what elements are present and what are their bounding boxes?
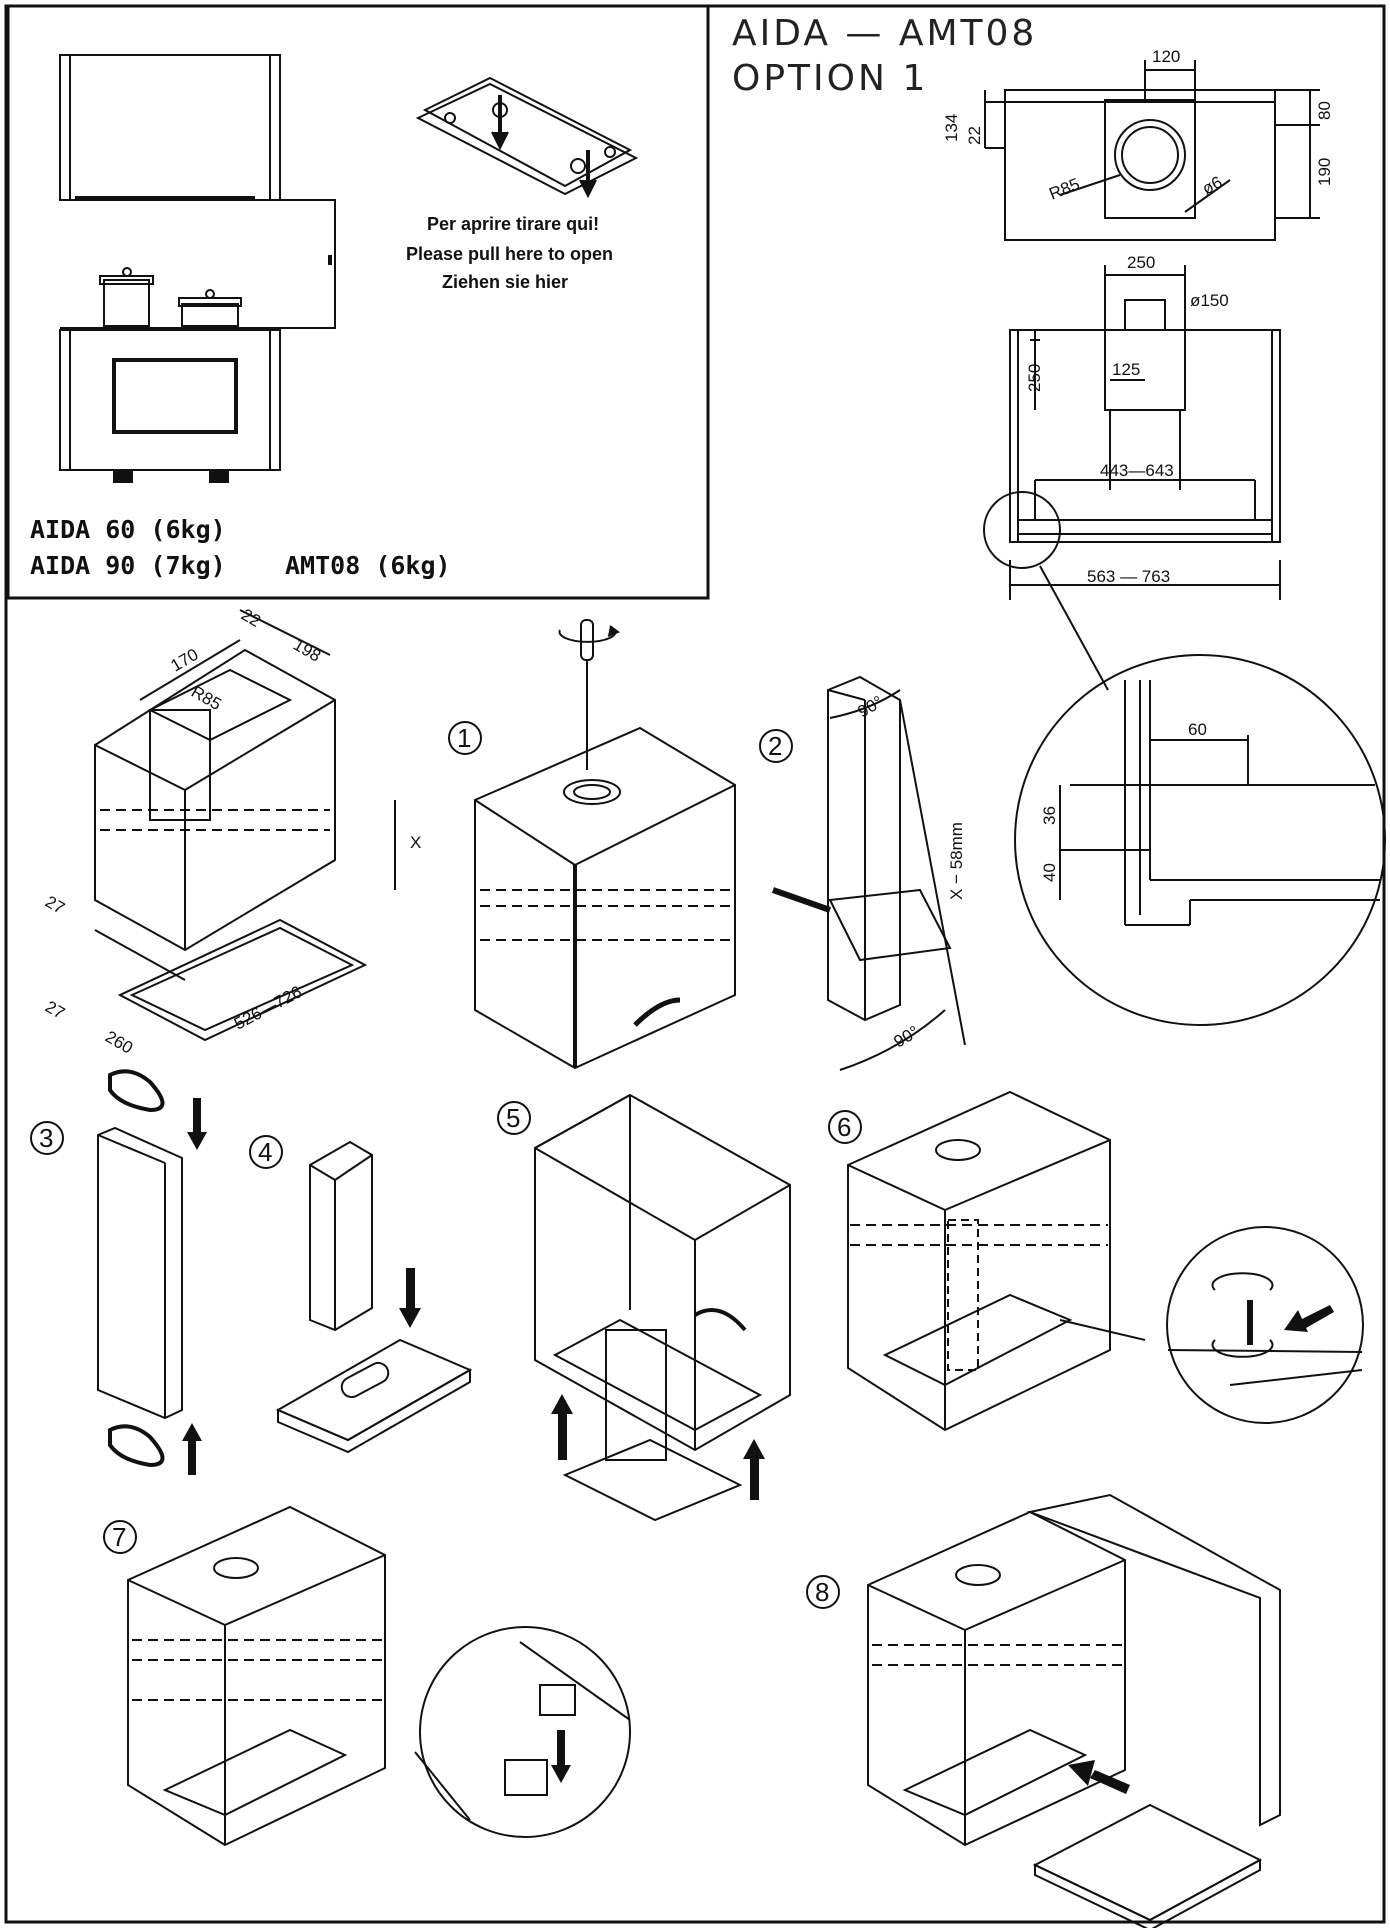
step-marker-6: [828, 1110, 862, 1144]
duct-step-3: [97, 1069, 183, 1468]
dim-563-763: 563 — 763: [1087, 567, 1170, 586]
filter-plate-illustration: [415, 76, 639, 199]
title-line-1: AIDA — AMT08: [732, 13, 1037, 54]
pull-note-it: Per aprire tirare qui!: [427, 214, 599, 234]
iso-dim-27a: 27: [42, 892, 68, 918]
dim-40: 40: [1040, 863, 1059, 882]
front-view-drawing: [983, 265, 1281, 600]
dim-134: 134: [942, 114, 961, 142]
pull-note-en: Please pull here to open: [406, 244, 613, 264]
step-marker-1: [448, 721, 482, 755]
step-marker-7: [103, 1520, 137, 1554]
arrow-down-icon: [551, 1730, 571, 1783]
dim-125: 125: [1112, 360, 1140, 379]
dim-443-643: 443—643: [1100, 461, 1174, 480]
plug-icon: [539, 1684, 576, 1716]
cabinet-step-1: [474, 726, 736, 1070]
iso-dim-x: X: [410, 833, 421, 852]
step-number-8: 8: [815, 1577, 829, 1607]
kitchen-panel-frame: [6, 4, 710, 600]
arrow-left-icon: [1284, 1305, 1334, 1332]
dim-22: 22: [965, 126, 984, 145]
weight-line-2b: AMT08 (6kg): [285, 551, 451, 580]
step-number-1: 1: [457, 723, 471, 753]
iso-dim-526-726: 526—726: [231, 982, 305, 1033]
iso-dim-170: 170: [168, 645, 202, 676]
dim-120: 120: [1152, 47, 1180, 66]
weight-line-2: AIDA 90 (7kg): [30, 551, 226, 580]
step-marker-5: [497, 1101, 531, 1135]
dim-36: 36: [1040, 806, 1059, 825]
detail-magnifier: [1014, 565, 1386, 1026]
step-number-3: 3: [39, 1123, 53, 1153]
step-number-7: 7: [112, 1522, 126, 1552]
clip-icon: [108, 1069, 165, 1113]
dim-d6: ø6: [1199, 172, 1225, 198]
arrow-up-icon: [551, 1394, 573, 1460]
step2-x-minus-58: X − 58mm: [947, 822, 966, 900]
step-number-6: 6: [837, 1112, 851, 1142]
iso-cabinet-cutout: [94, 609, 396, 1042]
weight-line-1: AIDA 60 (6kg): [30, 515, 226, 544]
cabinet-step-6: [847, 1090, 1364, 1432]
dim-80: 80: [1315, 101, 1334, 120]
rotate-icon: [1211, 1272, 1274, 1291]
iso-dim-198: 198: [290, 635, 324, 666]
dim-190: 190: [1315, 158, 1334, 186]
dim-250-side: 250: [1025, 364, 1044, 392]
top-view-drawing: [984, 60, 1320, 241]
duct-step-2: [772, 675, 966, 1071]
arrow-up-icon: [743, 1439, 765, 1500]
pull-note-de: Ziehen sie hier: [442, 272, 568, 292]
step-marker-8: [806, 1575, 840, 1609]
sheet-frame: [4, 4, 1386, 1924]
cabinet-step-8: [867, 1493, 1281, 1928]
step-marker-4: [249, 1135, 283, 1169]
cabinet-step-7: [127, 1505, 631, 1847]
dim-250-top: 250: [1127, 253, 1155, 272]
iso-dim-27b: 27: [42, 997, 68, 1023]
arrow-down-icon: [187, 1098, 207, 1150]
iso-dim-22: 22: [238, 605, 264, 631]
title-line-2: OPTION 1: [732, 58, 928, 99]
screwdriver-icon: [558, 619, 621, 770]
arrow-up-icon: [182, 1423, 202, 1475]
step-marker-3: [30, 1121, 64, 1155]
cabinet-step-5: [534, 1093, 791, 1522]
duct-step-4: [275, 1140, 473, 1454]
arrow-left-icon: [1068, 1760, 1130, 1794]
step2-angle-top: 90°: [855, 692, 887, 721]
iso-dim-260: 260: [102, 1027, 136, 1058]
step-marker-2: [759, 729, 793, 763]
arrow-down-icon: [399, 1268, 421, 1328]
clip-icon: [108, 1424, 165, 1468]
dim-60: 60: [1188, 720, 1207, 739]
kitchen-elevation: [59, 54, 336, 483]
step-number-5: 5: [506, 1103, 520, 1133]
step-number-2: 2: [768, 731, 782, 761]
dim-r85: R85: [1046, 174, 1082, 203]
step-number-4: 4: [258, 1137, 272, 1167]
step2-angle-bottom: 90°: [891, 1022, 923, 1051]
dim-d150: ø150: [1190, 291, 1229, 310]
